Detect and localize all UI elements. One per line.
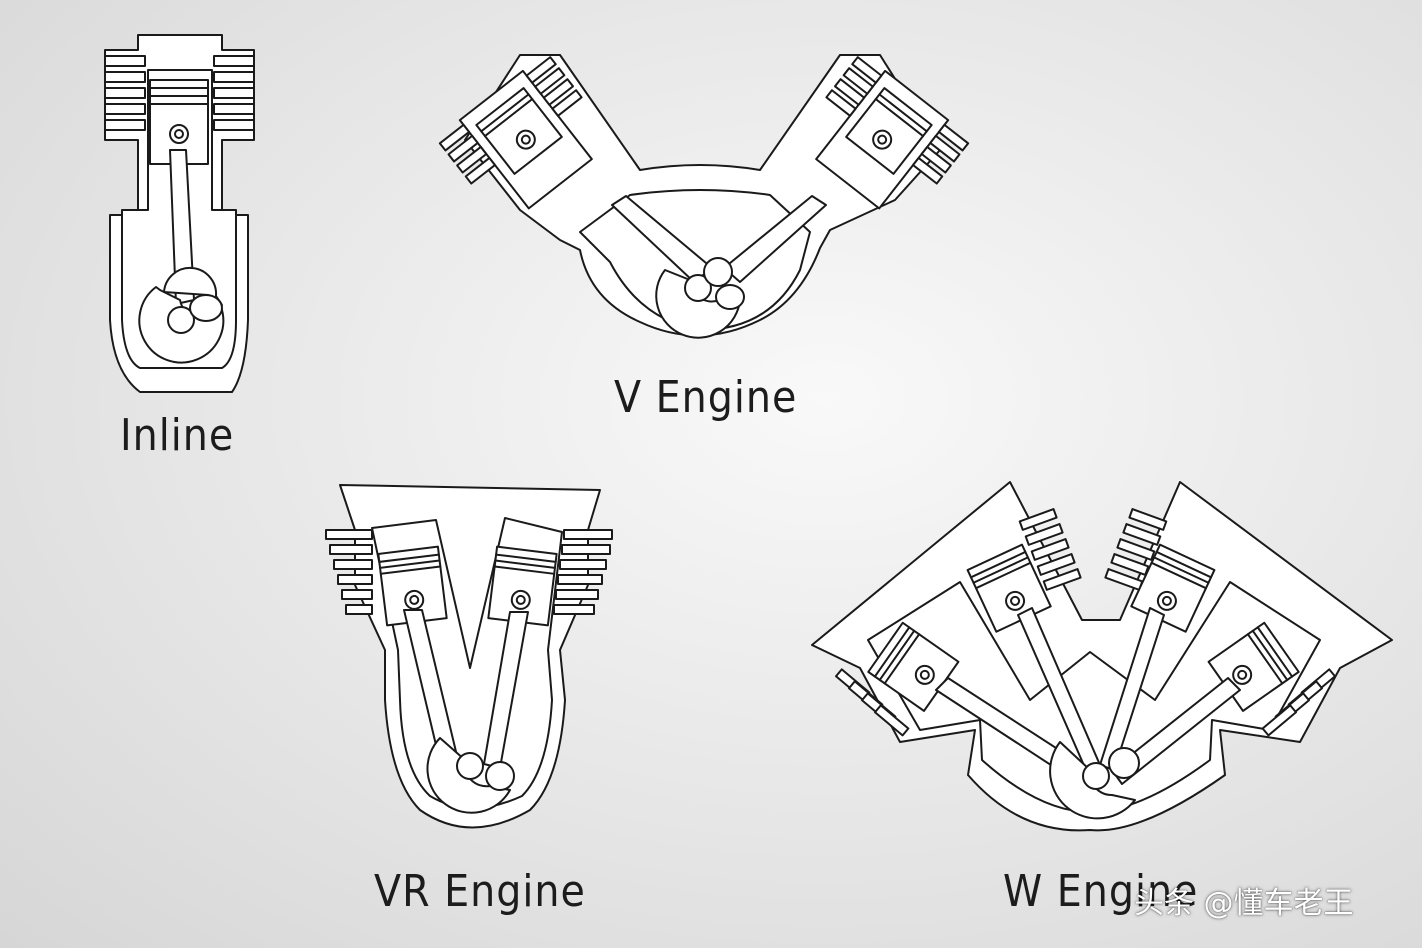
- vr-engine-label: VR Engine: [374, 866, 586, 917]
- w-engine-drawing: [811, 481, 1393, 832]
- v-engine-label: V Engine: [614, 372, 798, 423]
- vr-engine-drawing: [325, 484, 613, 829]
- v-engine-drawing: [438, 54, 970, 339]
- inline-label: Inline: [120, 410, 235, 461]
- inline-engine-drawing: [104, 34, 255, 393]
- watermark: 头条 @懂车老王: [1134, 886, 1354, 921]
- w-engine-label: W Engine: [1003, 866, 1199, 917]
